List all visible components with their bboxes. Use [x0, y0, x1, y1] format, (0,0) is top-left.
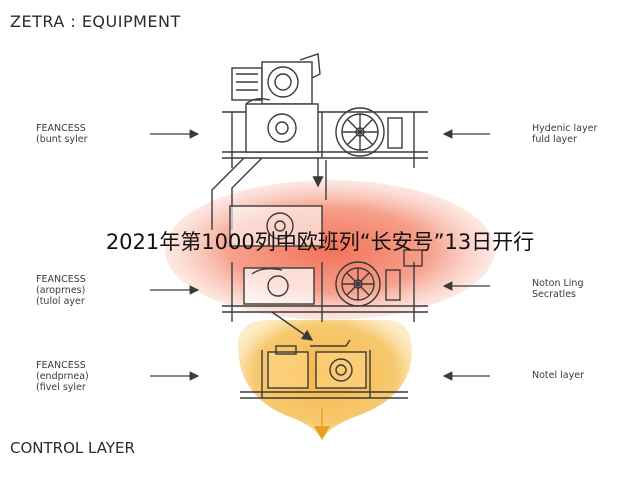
left-label-1-line1: FEANCESS	[36, 123, 86, 134]
left-label-1-line2: (bunt syler	[36, 134, 88, 145]
right-label-1: Hydenic layer fuld layer	[532, 123, 597, 145]
left-arrows	[150, 129, 200, 381]
left-label-3-line1: FEANCESS	[36, 360, 86, 371]
diagram-title: ZETRA : EQUIPMENT	[10, 12, 181, 31]
right-label-1-line1: Hydenic layer	[532, 123, 598, 134]
top-machine	[222, 53, 428, 168]
left-label-2-line2: (aroprnes)	[36, 285, 86, 296]
bottom-machine	[240, 339, 408, 399]
right-label-3: Notel layer	[532, 370, 584, 381]
right-arrows	[442, 129, 490, 381]
overlay-caption: 2021年第1000列中欧班列“长安号”13日开行	[105, 230, 535, 254]
right-label-2-line1: Noton Ling	[532, 278, 584, 289]
left-label-2-line1: FEANCESS	[36, 274, 86, 285]
down-arrow	[314, 426, 330, 440]
left-label-1: FEANCESS (bunt syler	[36, 123, 88, 145]
right-label-3-line1: Notel layer	[532, 370, 584, 381]
left-label-3-line3: (fivel syler	[36, 382, 86, 393]
left-label-3-line2: (endprnea)	[36, 371, 89, 382]
right-label-2: Noton Ling Secratles	[532, 278, 583, 300]
left-label-2: FEANCESS (aroprnes) (tulol ayer	[36, 274, 86, 307]
left-label-2-line3: (tulol ayer	[36, 296, 85, 307]
control-layer-title: CONTROL LAYER	[10, 439, 135, 457]
right-label-2-line2: Secratles	[532, 289, 576, 300]
flow-connector	[271, 311, 314, 341]
middle-machine	[222, 205, 428, 322]
right-label-1-line2: fuld layer	[532, 134, 577, 145]
left-label-3: FEANCESS (endprnea) (fivel syler	[36, 360, 89, 393]
